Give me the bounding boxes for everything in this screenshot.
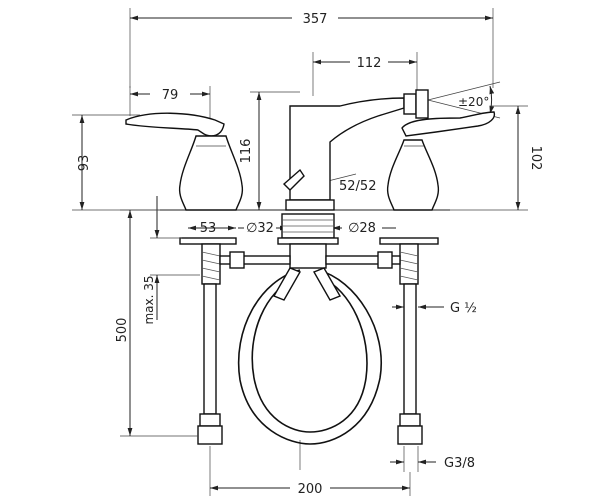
dim-right-height-label: 102 [528, 146, 543, 171]
dim-left-height-label: 93 [77, 155, 92, 172]
dim-hose-length-label: 500 [115, 318, 130, 343]
dim-base-width-label: 53 [200, 221, 217, 236]
dim-hose-length: 500 [115, 209, 198, 437]
left-handle [125, 112, 244, 211]
dim-center-spacing: 200 [209, 446, 411, 497]
dim-spout-swivel-label: ±20° [458, 95, 489, 109]
dim-spout-reach: 112 [312, 52, 418, 96]
dim-left-height: 93 [72, 114, 180, 211]
dim-handle-hole-label: ∅28 [348, 221, 376, 236]
dim-spout-height: 116 [239, 91, 300, 210]
right-rod [379, 237, 439, 445]
dim-spout-reach-label: 112 [357, 56, 382, 71]
dim-deck-thickness: max. 35 [142, 196, 200, 325]
dim-outlet-thread: G3/8 [390, 446, 475, 472]
spout-body [282, 89, 429, 211]
connector-pipes [219, 251, 401, 269]
dim-left-handle-reach-label: 79 [162, 88, 179, 103]
dim-deck-thickness-label: max. 35 [142, 275, 156, 324]
dim-center-spacing-label: 200 [298, 482, 323, 497]
hose-loop [237, 267, 382, 445]
dim-handle-hole: ∅28 [332, 218, 396, 236]
dim-base-width: 53 [188, 221, 236, 236]
dim-connection-thread-label: G ½ [450, 301, 477, 316]
dim-connection-thread: G ½ [392, 301, 477, 316]
dim-spout-hole: ∅32 [238, 218, 288, 236]
right-handle [386, 111, 496, 211]
left-rod [179, 237, 237, 445]
dim-overall-width: 357 [129, 8, 494, 88]
dim-outlet-thread-label: G3/8 [444, 456, 475, 471]
dim-spout-angle-label: 52/52 [339, 179, 376, 194]
dim-spout-height-label: 116 [239, 139, 254, 164]
dim-right-height: 102 [440, 105, 543, 211]
dim-overall-width-label: 357 [303, 12, 328, 27]
dim-spout-hole-label: ∅32 [246, 221, 274, 236]
dim-left-handle-reach: 79 [129, 84, 211, 124]
